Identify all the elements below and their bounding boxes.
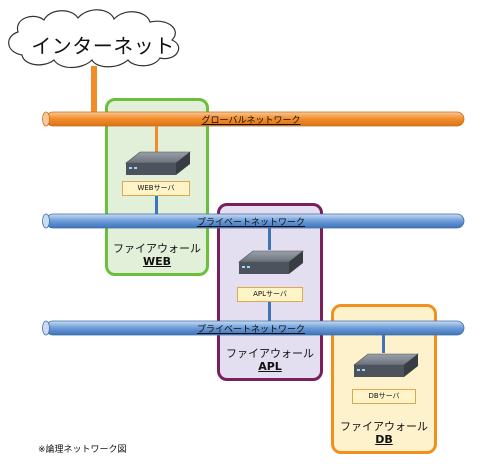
internet-cloud <box>8 9 180 69</box>
internet-label: インターネット <box>31 34 175 58</box>
web-server-label: WEBサーバ <box>122 181 190 196</box>
internet-link <box>91 66 97 112</box>
apl-zone-firewall-label: ファイアウォール <box>226 347 314 360</box>
apl-zone-code: APL <box>258 360 282 373</box>
private-network-pipe-2 <box>42 320 465 336</box>
db-server-icon <box>353 353 419 377</box>
db-server-label: DBサーバ <box>352 389 416 404</box>
private-network-pipe-1 <box>42 213 465 229</box>
global-network-label: グローバルネットワーク <box>201 116 301 126</box>
web-downlink-line <box>155 196 158 214</box>
web-server-icon <box>125 151 191 175</box>
private-network-label-1: プライベートネットワーク <box>196 218 305 228</box>
apl-uplink-line <box>268 228 271 250</box>
web-zone-code: WEB <box>142 255 172 268</box>
db-zone-firewall-label: ファイアウォール <box>340 420 428 433</box>
global-network-pipe <box>42 111 465 127</box>
apl-server-icon <box>238 250 304 274</box>
apl-downlink-line <box>268 300 271 321</box>
db-uplink-line <box>382 335 385 353</box>
private-network-label-2: プライベートネットワーク <box>196 325 305 335</box>
db-zone-code: DB <box>375 433 393 446</box>
diagram-footnote: ※論理ネットワーク図 <box>38 445 127 455</box>
web-uplink-line <box>155 126 158 152</box>
web-zone-firewall-label: ファイアウォール <box>113 242 201 255</box>
apl-server-label: APLサーバ <box>237 287 303 302</box>
